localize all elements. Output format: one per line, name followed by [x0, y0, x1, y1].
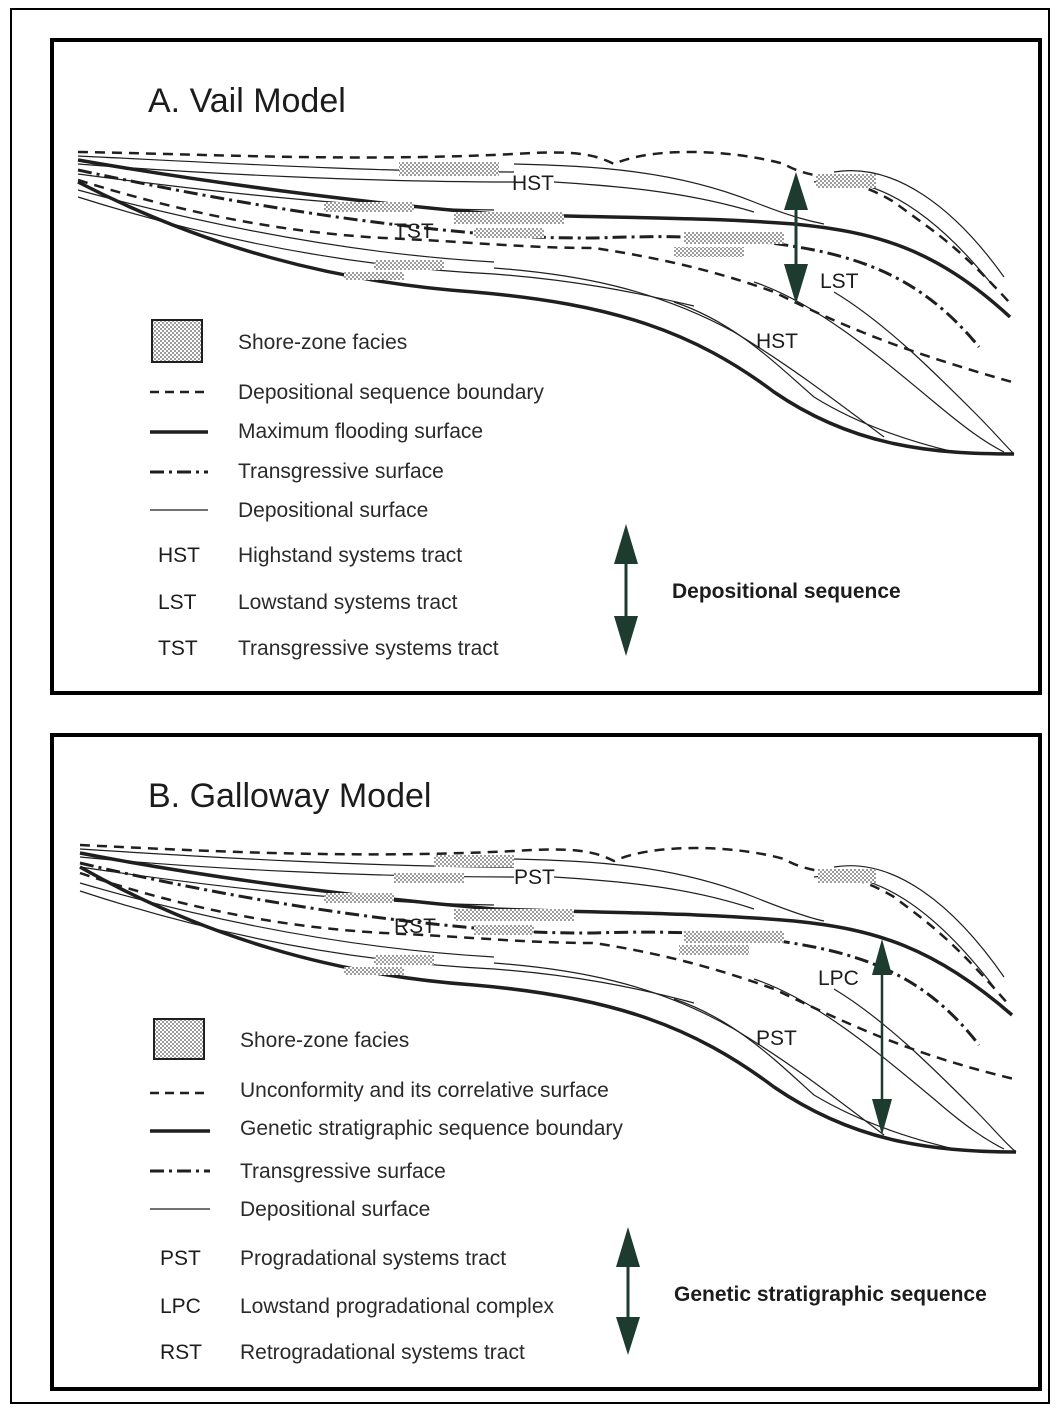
label-lpc: LPC — [818, 967, 859, 990]
label-pst-lower: PST — [756, 1027, 797, 1050]
legend-abbr-1: LST — [158, 591, 197, 614]
legend: Shore-zone facies Depositional sequence … — [150, 319, 544, 660]
base-surface — [77, 180, 1015, 456]
label-lst: LST — [820, 270, 859, 293]
legend-abbr-0: PST — [160, 1247, 201, 1270]
legend-abbr-0: HST — [158, 544, 200, 567]
top-unconformity — [79, 843, 1010, 1006]
panel-vail-model: A. Vail Model — [50, 38, 1042, 695]
legend-sequence-arrow — [614, 524, 638, 656]
shore-zone-patches — [324, 162, 876, 280]
label-hst-top: HST — [512, 172, 554, 195]
legend-sequence-arrow — [616, 1227, 640, 1355]
legend-abbr-2: RST — [160, 1341, 202, 1364]
diagram-sequence-arrow — [784, 172, 808, 304]
middle-sequence-boundary — [77, 178, 1013, 384]
sequence-label: Depositional sequence — [672, 580, 901, 603]
legend-abbr-2: TST — [158, 637, 198, 660]
middle-unconformity — [79, 871, 1015, 1081]
legend-label-3: Transgressive surface — [240, 1160, 446, 1183]
legend-label-3: Transgressive surface — [238, 460, 444, 483]
legend-label-4: Depositional surface — [238, 499, 428, 522]
legend-swatch-shore — [151, 319, 203, 363]
legend-abbr-label-2: Transgressive systems tract — [238, 637, 499, 660]
vail-diagram: A. Vail Model — [77, 82, 1015, 660]
legend-label-2: Maximum flooding surface — [238, 420, 483, 443]
figure-frame — [10, 8, 1050, 1404]
panel-galloway-model: B. Galloway Model — [50, 733, 1042, 1391]
legend-abbr-1: LPC — [160, 1295, 201, 1318]
legend-abbr-label-1: Lowstand progradational complex — [240, 1295, 555, 1318]
label-rst: RST — [394, 915, 436, 938]
label-tst: TST — [394, 220, 434, 243]
legend-label-2: Genetic stratigraphic sequence boundary — [240, 1117, 623, 1140]
legend-label-4: Depositional surface — [240, 1198, 430, 1221]
sequence-label: Genetic stratigraphic sequence — [674, 1283, 987, 1306]
cross-section — [79, 843, 1017, 1154]
transgressive-surface — [79, 861, 981, 1046]
legend-abbr-label-0: Highstand systems tract — [238, 544, 462, 567]
legend-abbr-label-2: Retrogradational systems tract — [240, 1341, 525, 1364]
diagram-sequence-arrow — [872, 939, 892, 1135]
label-hst-lower: HST — [756, 330, 798, 353]
shore-zone-patches — [324, 855, 876, 975]
legend-abbr-label-0: Progradational systems tract — [240, 1247, 506, 1270]
label-pst-top: PST — [514, 866, 555, 889]
galloway-diagram: B. Galloway Model — [79, 777, 1017, 1364]
panel-title: B. Galloway Model — [148, 777, 431, 815]
genetic-sequence-boundary — [79, 851, 1014, 1017]
legend-swatch-shore — [153, 1018, 205, 1060]
legend-label-0: Shore-zone facies — [238, 331, 407, 354]
top-sequence-boundary — [77, 150, 1010, 303]
legend: Shore-zone facies Unconformity and its c… — [150, 1018, 623, 1364]
max-flooding-surface — [77, 158, 1012, 319]
legend-abbr-label-1: Lowstand systems tract — [238, 591, 458, 614]
panel-title: A. Vail Model — [148, 82, 346, 120]
legend-label-1: Depositional sequence boundary — [238, 381, 544, 404]
base-surface — [79, 865, 1017, 1154]
legend-label-1: Unconformity and its correlative surface — [240, 1079, 609, 1102]
legend-label-0: Shore-zone facies — [240, 1029, 409, 1052]
transgressive-surface — [77, 168, 981, 348]
cross-section — [77, 150, 1015, 456]
